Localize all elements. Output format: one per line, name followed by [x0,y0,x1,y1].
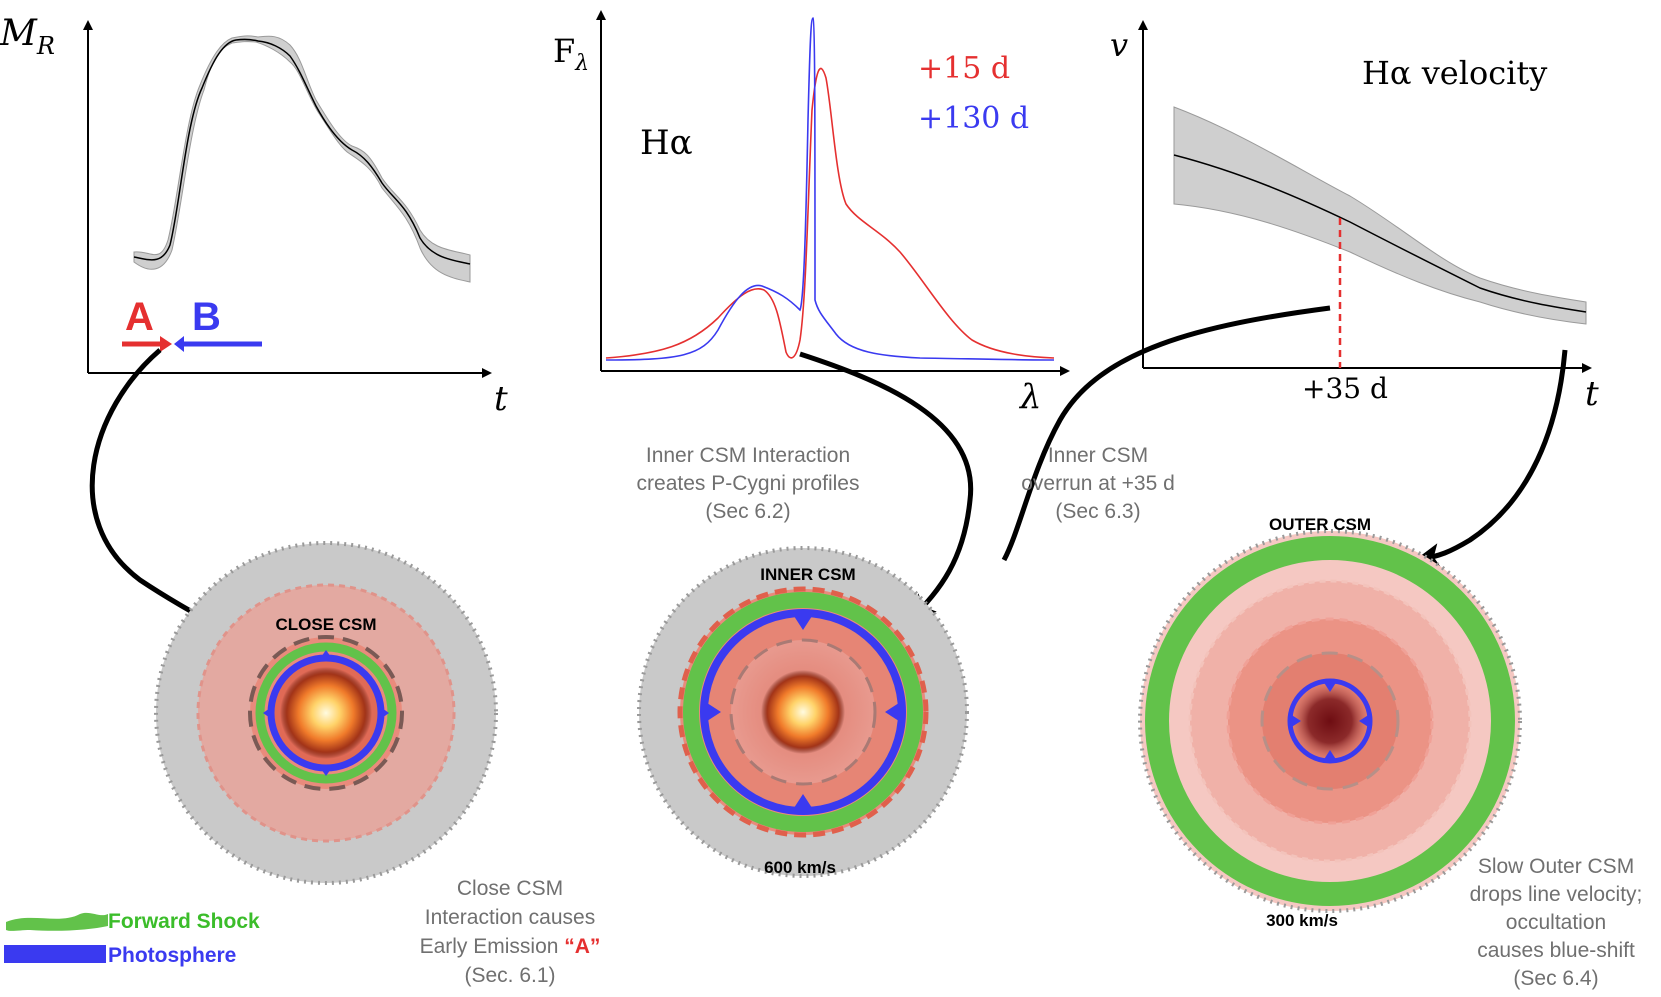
inner-note-line-2: creates P-Cygni profiles [637,472,860,495]
arrow-velocity-to-outer [1414,349,1568,569]
velocity-uncertainty-band [1173,106,1587,325]
close-note-line-4: (Sec. 6.1) [464,964,555,987]
close-note-line-2: Interaction causes [425,906,595,929]
close-interaction-note: Close CSM Interaction causes Early Emiss… [420,877,601,987]
inner-note-line-1: Inner CSM Interaction [646,444,850,467]
close-photosphere-arrow-left [263,706,273,720]
lightcurve-x-label: t [494,379,508,419]
inner-photosphere-arrow-up [792,613,814,630]
outer-note-line-2: drops line velocity; [1470,883,1643,906]
marker-b-label: B [192,295,221,339]
overrun-note: Inner CSM overrun at +35 d (Sec 6.3) [1021,444,1175,523]
lightcurve-uncertainty-band [133,35,471,283]
lightcurve-line [133,38,471,265]
inner-csm-title: INNER CSM [760,565,855,584]
outer-note: Slow Outer CSM drops line velocity; occu… [1470,855,1643,990]
spectrum-line-label: Hα [640,123,693,163]
velocity-marker-label: +35 d [1302,372,1388,405]
lightcurve-y-label: MR [0,13,55,60]
inner-csm-diagram: INNER CSM 600 km/s [637,546,969,878]
marker-a-tip [160,336,172,352]
spectrum-x-label: λ [1018,377,1042,417]
inner-forward-shock [683,592,923,832]
inner-photosphere-arrow-right [885,701,902,723]
velocity-panel: v t Hα velocity +35 d [1110,20,1599,414]
spectrum-panel: Fλ λ Hα +15 d +130 d [553,10,1070,417]
close-photosphere-arrow-right [379,706,389,720]
photosphere-swatch [4,945,106,963]
forward-shock-swatch [6,912,108,931]
outer-photosphere-arrow-up [1323,681,1337,692]
inner-interaction-note: Inner CSM Interaction creates P-Cygni pr… [637,444,860,523]
outer-note-line-4: causes blue-shift [1477,939,1635,962]
velocity-y-label: v [1110,26,1128,64]
inner-photosphere-arrow-left [704,701,721,723]
outer-csm-speed: 300 km/s [1266,911,1338,930]
overrun-note-line-3: (Sec 6.3) [1055,500,1140,523]
outer-csm-title: OUTER CSM [1269,515,1371,534]
outer-note-line-5: (Sec 6.4) [1513,967,1598,990]
outer-note-line-1: Slow Outer CSM [1478,855,1634,878]
arrow-spectrum-to-inner [799,351,974,621]
arrow-velocity-to-inner [1001,305,1331,562]
close-note-a: “A” [564,935,600,958]
legend-red-epoch: +15 d [918,51,1010,86]
outer-photosphere-arrow-left [1290,714,1301,728]
marker-b-tip [174,336,184,352]
legend: Forward Shock Photosphere [4,910,260,967]
legend-blue-epoch: +130 d [918,101,1029,136]
overrun-note-line-2: overrun at +35 d [1021,472,1175,495]
close-explosion-icon [280,667,372,759]
inner-photosphere-arrow-down [792,794,814,811]
spectrum-red-line [605,67,1055,359]
close-note-line-1: Close CSM [457,877,563,900]
overrun-note-line-1: Inner CSM [1048,444,1148,467]
velocity-line [1173,154,1587,313]
spectrum-y-label: Fλ [553,32,589,76]
marker-a-label: A [125,295,154,339]
close-csm-title: CLOSE CSM [275,615,376,634]
forward-shock-label: Forward Shock [108,910,260,933]
inner-csm-speed: 600 km/s [764,858,836,877]
velocity-title: Hα velocity [1362,54,1547,92]
outer-csm-diagram: OUTER CSM 300 km/s [1138,515,1522,930]
outer-forward-shock [1145,536,1515,906]
close-note-line-3: Early Emission “A” [420,935,601,958]
outer-photosphere-arrow-down [1323,750,1337,761]
close-photosphere-arrow-down [319,766,333,776]
velocity-x-label: t [1585,374,1599,414]
close-csm-diagram: CLOSE CSM [154,541,498,885]
photosphere-label: Photosphere [108,944,236,967]
outer-note-line-3: occultation [1506,911,1606,934]
outer-photosphere-arrow-right [1359,714,1370,728]
inner-explosion-icon [761,670,845,754]
close-photosphere-arrow-up [319,650,333,660]
outer-photosphere [1287,678,1373,764]
lightcurve-panel: MR t A B [0,13,508,419]
inner-note-line-3: (Sec 6.2) [705,500,790,523]
spectrum-blue-line [605,17,1055,361]
close-forward-shock [255,642,397,784]
